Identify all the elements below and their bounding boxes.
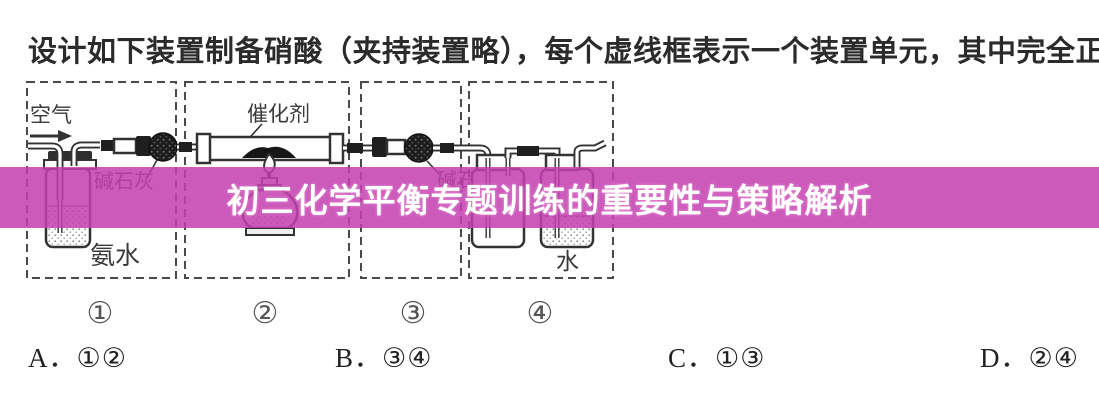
tube-cap-left bbox=[195, 132, 212, 165]
black-stopper bbox=[372, 137, 387, 157]
air-label: 空气 bbox=[30, 104, 72, 127]
question-title: 设计如下装置制备硝酸（夹持装置略），每个虚线框表示一个装置单元，其中完全正确的是 bbox=[28, 36, 1099, 68]
option-a: A．①② bbox=[28, 343, 127, 373]
tube-segment bbox=[385, 138, 407, 156]
watermark-banner: 初三化学平衡专题训练的重要性与策略解析 bbox=[0, 167, 1099, 228]
drying-bulb-icon bbox=[404, 133, 434, 163]
water-label: 水 bbox=[556, 248, 579, 274]
rubber-joint bbox=[179, 142, 192, 152]
tube-cap-right bbox=[328, 132, 345, 165]
unit-number-1: ① bbox=[87, 297, 114, 330]
rubber-joint bbox=[347, 143, 363, 153]
unit-number-3: ③ bbox=[400, 297, 427, 330]
catalyst-mound bbox=[242, 146, 296, 158]
unit-number-2: ② bbox=[252, 297, 279, 330]
black-stopper bbox=[136, 136, 151, 156]
bottle-stopper bbox=[48, 151, 92, 160]
air-flow-arrow-icon bbox=[30, 130, 72, 142]
catalyst-label: 催化剂 bbox=[247, 103, 310, 126]
tube-segment bbox=[112, 137, 138, 155]
watermark-banner-text: 初三化学平衡专题训练的重要性与策略解析 bbox=[226, 181, 873, 219]
rubber-connector bbox=[101, 140, 114, 151]
drying-bulb-icon bbox=[148, 132, 178, 162]
option-c: C．①③ bbox=[668, 343, 766, 373]
unit-number-4: ④ bbox=[527, 297, 554, 330]
ammonia-label: 氨水 bbox=[90, 242, 140, 270]
rubber-joint bbox=[440, 143, 454, 153]
option-b: B．③④ bbox=[335, 343, 433, 373]
rubber-joint bbox=[517, 146, 539, 156]
option-d: D．②④ bbox=[980, 343, 1079, 373]
